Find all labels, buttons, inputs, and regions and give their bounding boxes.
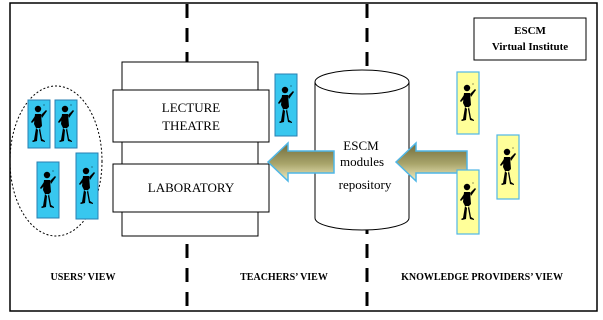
cylinder-repository-icon [314, 69, 410, 231]
person-figure-icon [54, 99, 78, 149]
person-figure-icon [27, 99, 51, 149]
laboratory-box [112, 163, 270, 213]
person-figure-icon [456, 71, 480, 135]
person-figure-icon [274, 73, 298, 137]
providers-view-label: KNOWLEDGE PROVIDERS’ VIEW [401, 272, 563, 283]
lecture-label-line1: LECTURE [162, 100, 221, 115]
institute-line1: ESCM [514, 25, 546, 37]
person-figure-icon [36, 161, 60, 219]
person-figure-icon [496, 134, 520, 200]
person-figure-icon [456, 169, 480, 235]
institute-box [473, 17, 587, 61]
lecture-theatre-box [112, 89, 270, 143]
repository-line3: repository [339, 177, 392, 192]
repository-line2: modules [340, 154, 384, 169]
teachers-view-label: TEACHERS’ VIEW [240, 272, 328, 283]
arrow-left-icon [266, 141, 335, 183]
users-view-label: USERS’ VIEW [51, 272, 116, 283]
laboratory-label: LABORATORY [148, 180, 235, 195]
users-group-outline [9, 85, 103, 237]
person-figure-icon [75, 152, 99, 220]
repository-line1: ESCM [343, 138, 379, 153]
arrow-left-icon [394, 141, 468, 183]
institute-line2: Virtual Institute [492, 41, 568, 53]
lecture-label-line2: THEATRE [162, 118, 220, 133]
